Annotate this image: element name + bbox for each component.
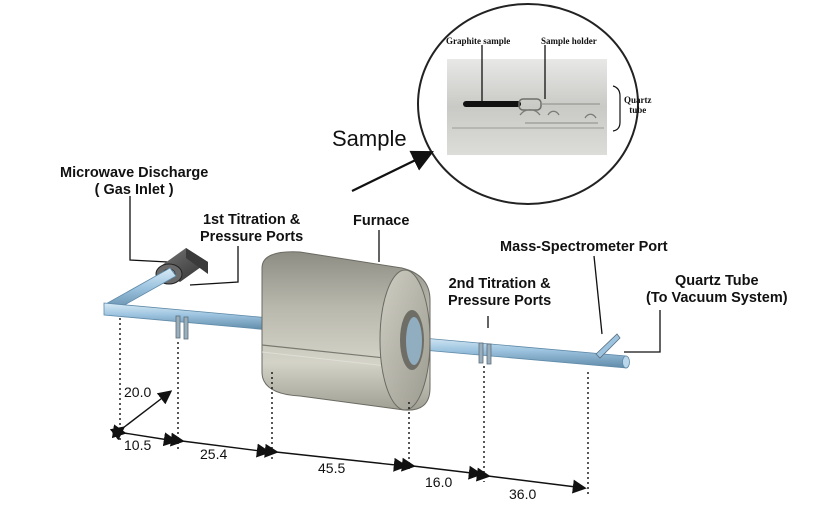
quartz-tube-label-line1: Quartz Tube xyxy=(675,273,759,289)
first-ports-label-line1: 1st Titration & xyxy=(202,212,301,228)
quartz-leader xyxy=(624,310,661,353)
microwave-leader xyxy=(129,196,169,263)
dimension-20-0: 20.0 xyxy=(124,384,152,400)
dimension-36-0: 36.0 xyxy=(509,486,537,502)
second-ports-label: 2nd Titration & Pressure Ports xyxy=(448,276,551,310)
furnace xyxy=(261,251,431,411)
sample-holder-label: Sample holder xyxy=(541,36,597,46)
microwave-label-line1: Microwave Discharge xyxy=(60,165,209,181)
dimension-10-5: 10.5 xyxy=(124,437,152,453)
mass-spec-port xyxy=(595,333,621,359)
titration-ports xyxy=(175,315,621,365)
port-1a xyxy=(175,315,181,339)
sample-inset xyxy=(417,3,639,205)
quartz-tube-label: Quartz Tube (To Vacuum System) xyxy=(646,273,788,307)
second-ports-label-line1: 2nd Titration & xyxy=(448,276,551,292)
graphite-rod xyxy=(463,101,521,107)
first-ports-label: 1st Titration & Pressure Ports xyxy=(200,212,303,246)
dimension-25-4: 25.4 xyxy=(200,446,228,462)
first-ports-label-line2: Pressure Ports xyxy=(200,229,304,245)
sample-label: Sample xyxy=(332,126,407,151)
first-ports-leader xyxy=(189,246,239,286)
sample-arrow xyxy=(351,150,434,192)
dimension-16-0: 16.0 xyxy=(425,474,453,490)
graphite-sample-label: Graphite sample xyxy=(446,36,511,46)
mass-spec-leader xyxy=(593,255,603,335)
port-1b xyxy=(183,316,189,340)
mass-spec-label: Mass-Spectrometer Port xyxy=(500,239,668,255)
port-2b xyxy=(486,343,492,365)
inset-quartz-label-line1: Quartz xyxy=(624,95,652,105)
inset-quartz-label: Quartz tube xyxy=(624,95,652,115)
port-2a xyxy=(478,342,484,364)
dimension-45-5: 45.5 xyxy=(318,460,346,476)
dimension-arrows xyxy=(109,390,587,494)
quartz-tube-label-line2: (To Vacuum System) xyxy=(646,290,788,306)
second-ports-label-line2: Pressure Ports xyxy=(448,293,552,309)
inset-quartz-label-line2: tube xyxy=(629,105,647,115)
microwave-label: Microwave Discharge ( Gas Inlet ) xyxy=(60,165,208,199)
furnace-label: Furnace xyxy=(353,213,410,229)
microwave-label-line2: ( Gas Inlet ) xyxy=(94,182,174,198)
